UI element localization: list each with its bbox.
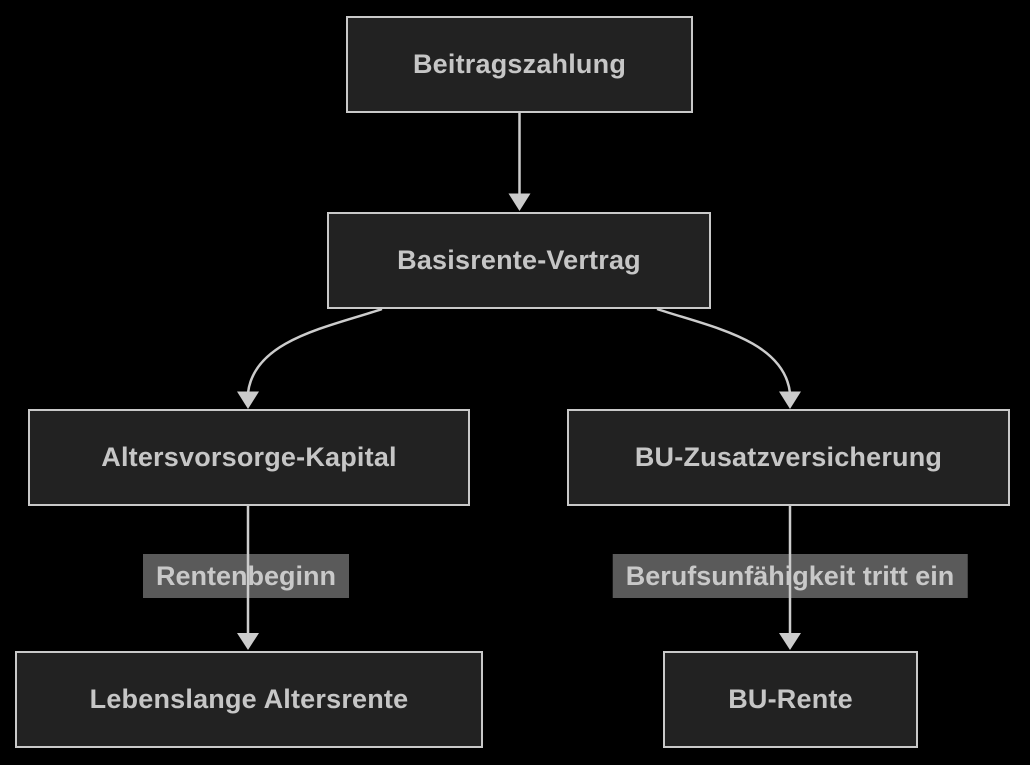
arrow-beitragszahlung-to-basisrente (508, 113, 531, 211)
node-beitragszahlung-label: Beitragszahlung (412, 49, 627, 79)
node-basisrente-vertrag: Basisrente-Vertrag (327, 212, 711, 309)
node-basisrente-vertrag-label: Basisrente-Vertrag (397, 245, 641, 275)
node-bu-zusatzversicherung-label: BU-Zusatzversicherung (634, 442, 943, 472)
node-beitragszahlung: Beitragszahlung (346, 16, 693, 113)
node-lebenslange-altersrente: Lebenslange Altersrente (15, 651, 483, 748)
arrow-basisrente-to-altersvorsorge (237, 307, 383, 409)
edge-label-rentenbeginn: Rentenbeginn (143, 554, 349, 598)
node-altersvorsorge-kapital-label: Altersvorsorge-Kapital (101, 442, 397, 472)
node-bu-zusatzversicherung: BU-Zusatzversicherung (567, 409, 1010, 506)
arrow-basisrente-to-bu-zusatz (656, 307, 801, 409)
node-bu-rente: BU-Rente (663, 651, 918, 748)
node-lebenslange-altersrente-label: Lebenslange Altersrente (89, 684, 409, 714)
node-altersvorsorge-kapital: Altersvorsorge-Kapital (28, 409, 470, 506)
node-bu-rente-label: BU-Rente (728, 684, 853, 714)
edge-label-berufsunfaehigkeit-tritt-ein: Berufsunfähigkeit tritt ein (612, 554, 968, 598)
